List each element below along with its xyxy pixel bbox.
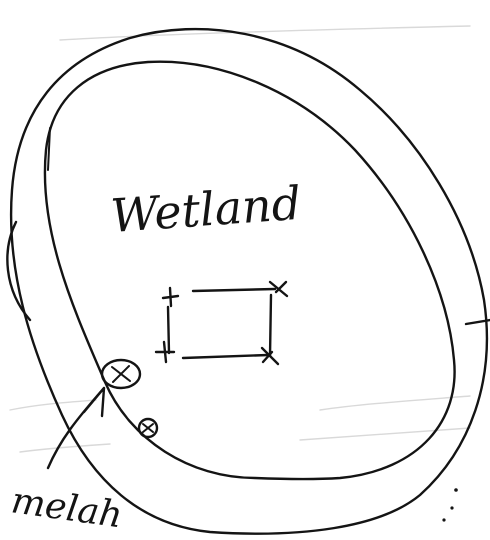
corner-cross-bottom-left [156, 342, 174, 362]
outer-boundary-ring [11, 29, 487, 534]
inner-boundary-ring [45, 62, 455, 479]
plot-outline [168, 289, 275, 358]
metal-marker-label: melah [9, 480, 125, 536]
circled-cross-marker-large [102, 360, 140, 388]
left-arc-mark [7, 222, 30, 320]
bleed-through-marks [10, 26, 470, 452]
stray-dots [442, 488, 457, 521]
sample-plot [156, 282, 287, 364]
corner-cross-top-left [163, 288, 178, 306]
wetland-label: Wetland [109, 176, 303, 243]
circled-cross-marker-small [139, 419, 157, 437]
